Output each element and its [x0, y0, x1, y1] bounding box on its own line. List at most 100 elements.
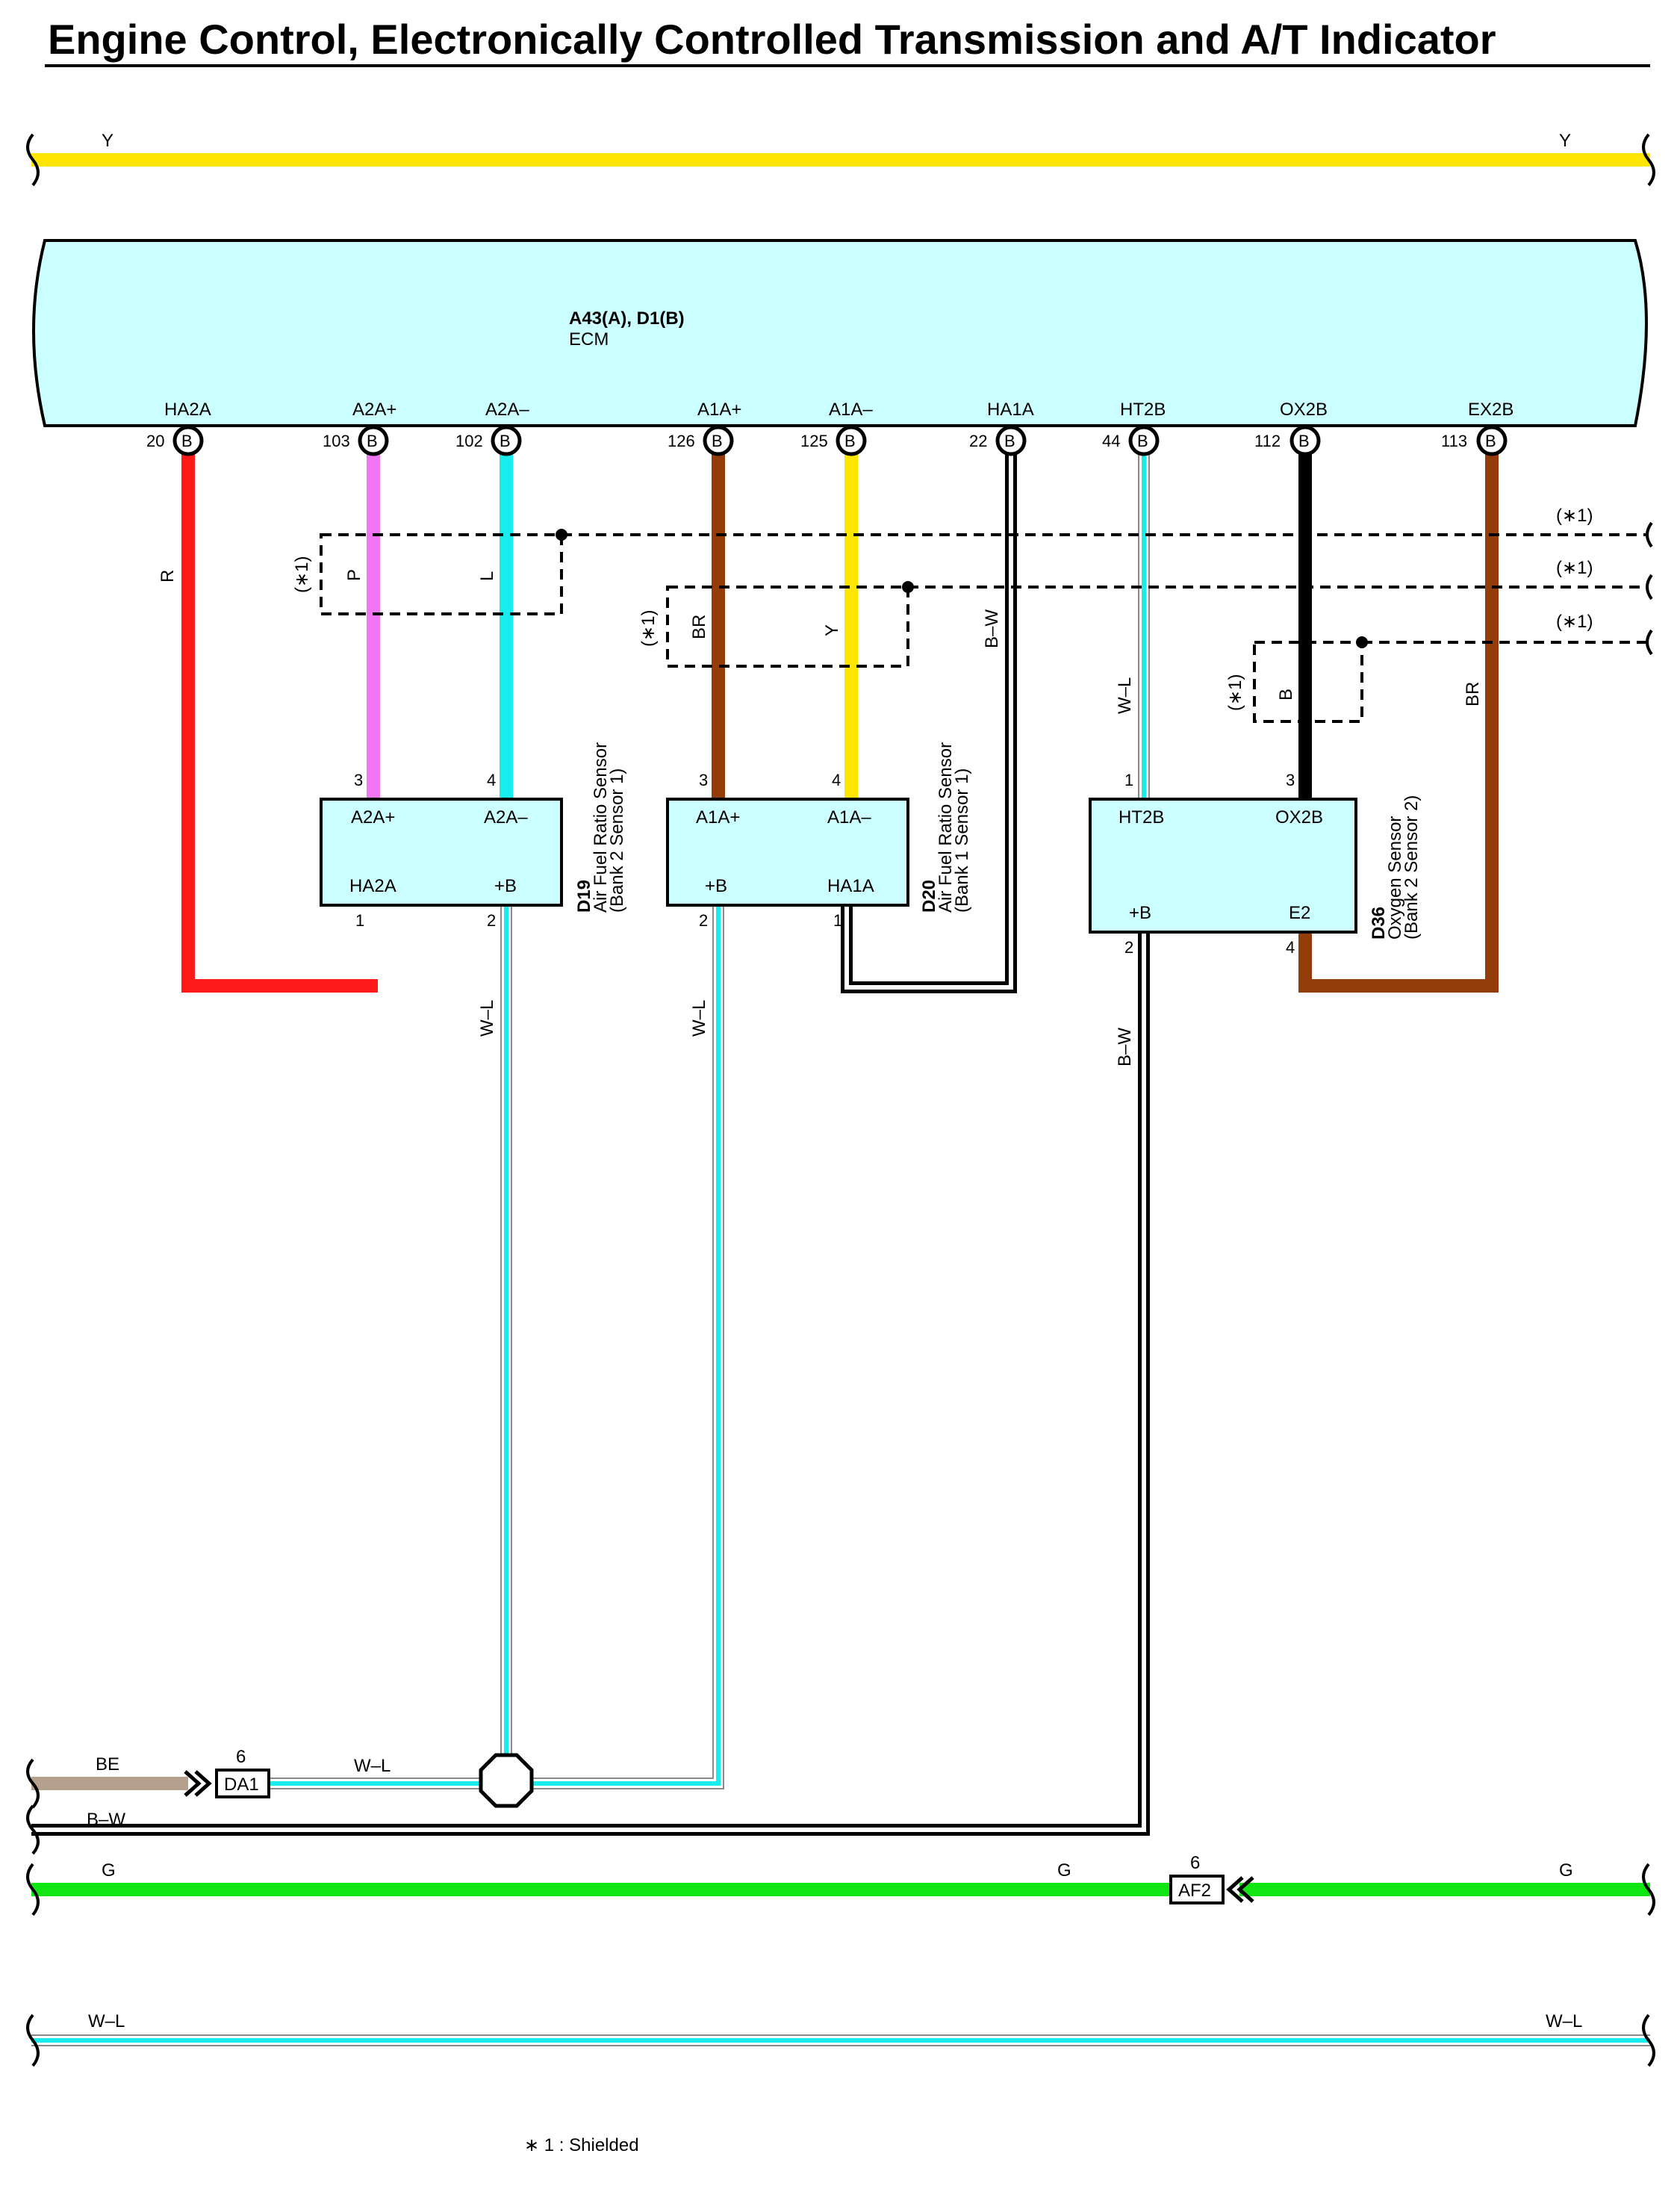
d36-pin-4-num: 4 — [1286, 938, 1295, 957]
d20-pin-plus-b: +B — [705, 876, 727, 896]
ecm-pin-a1a-plus: A1A+ B 126 — [668, 400, 741, 456]
d36-name: Oxygen Sensor — [1385, 816, 1405, 940]
d19-pin-3-num: 3 — [354, 771, 363, 789]
shield-marks: (∗1) (∗1) (∗1) (∗1) (∗1) (∗1) — [292, 506, 1593, 711]
g-left-label: G — [102, 1860, 116, 1881]
ecm-pin-ht2b: HT2B B 44 — [1102, 400, 1166, 456]
d36-pin-ox2b: OX2B — [1275, 807, 1323, 828]
wire-ex2b — [1298, 441, 1499, 993]
shield-dots — [556, 529, 1368, 648]
d36-pin-plus-b: +B — [1129, 903, 1151, 923]
shield-mark-right-3: (∗1) — [1556, 612, 1593, 632]
da1-pin: 6 — [236, 1747, 246, 1767]
wire-labels: R P L BR Y B–W W–L B BR W–L W–L B–W — [158, 569, 1483, 1066]
wires — [31, 439, 1499, 1836]
shield-dot-3 — [1356, 636, 1368, 648]
ecm-pin-a1a-minus-name: A1A– — [829, 400, 873, 420]
wl-bus-right-label: W–L — [1546, 2011, 1582, 2031]
ecm-name: ECM — [569, 329, 609, 350]
ecm-pin-ox2b: OX2B B 112 — [1254, 400, 1328, 456]
ecm-pin-ha2a-conn: B — [181, 432, 193, 450]
d20-pin-4-num: 4 — [832, 771, 841, 789]
d19-pin-plus-b: +B — [494, 876, 517, 896]
af2-code: AF2 — [1178, 1881, 1211, 1901]
d19-pin-a2a-minus: A2A– — [484, 807, 528, 828]
ecm-pin-a1a-minus-num: 125 — [800, 432, 828, 450]
wire-label-p: P — [344, 569, 364, 581]
ecm-pin-ha2a: HA2A B 20 — [146, 400, 211, 456]
top-y-bus: Y Y — [26, 131, 1655, 187]
top-bus-left-label: Y — [102, 131, 113, 151]
ecm-pin-ha1a-name: HA1A — [987, 400, 1034, 420]
wire-label-r: R — [158, 570, 178, 583]
ecm-pin-ex2b-name: EX2B — [1468, 400, 1513, 420]
wire-label-wl-d19: W–L — [477, 1000, 497, 1037]
bw-label: B–W — [87, 1810, 125, 1830]
wire-label-bw-d36: B–W — [1115, 1028, 1135, 1066]
ecm-pin-ha1a: HA1A B 22 — [969, 400, 1034, 456]
ecm-pin-a1a-plus-conn: B — [712, 432, 723, 450]
shield-mark-d36: (∗1) — [1225, 674, 1245, 711]
ecm-pin-ht2b-conn: B — [1137, 432, 1148, 450]
d20-name: Air Fuel Ratio Sensor — [936, 742, 956, 913]
ecm-pin-ox2b-num: 112 — [1254, 432, 1281, 450]
shield-box-d19 — [320, 533, 563, 615]
shield-mark-right-2: (∗1) — [1556, 558, 1593, 578]
ecm-pin-ha2a-num: 20 — [146, 432, 164, 450]
page-title: Engine Control, Electronically Controlle… — [48, 16, 1496, 63]
d19-name: Air Fuel Ratio Sensor — [591, 742, 611, 913]
wire-ha1a-inner — [844, 441, 1013, 990]
wire-d20-b-cyan — [530, 905, 721, 1786]
d19-pin-4-num: 4 — [487, 771, 496, 789]
sensor-d20: 3 4 A1A+ A1A– +B HA1A 2 1 D20 Air Fuel R… — [666, 742, 972, 930]
da1-arrow-icon — [184, 1770, 212, 1797]
ecm-pin-a2a-plus: A2A+ B 103 — [323, 400, 396, 456]
wl-bus-left-label: W–L — [88, 2011, 125, 2031]
ecm-pin-ex2b-num: 113 — [1441, 432, 1467, 450]
d19-pin-ha2a: HA2A — [349, 876, 396, 896]
shield-box-d20 — [666, 586, 909, 668]
ecm-pin-a2a-minus: A2A– B 102 — [455, 400, 529, 456]
d20-sub: (Bank 1 Sensor 1) — [952, 769, 972, 913]
bottom-section: BE DA1 6 W–L B–W G G G AF2 6 W–L W–L ∗ 1… — [26, 1747, 1655, 2155]
wire-label-y: Y — [822, 624, 842, 636]
d36-pin-3-num: 3 — [1286, 771, 1295, 789]
wire-label-l: L — [477, 571, 497, 581]
ecm-pin-ha1a-conn: B — [1004, 432, 1015, 450]
wire-label-b-ox2b: B — [1276, 689, 1296, 701]
ecm-pin-a1a-plus-name: A1A+ — [697, 400, 741, 420]
ecm-pin-a1a-minus: A1A– B 125 — [800, 400, 873, 456]
d20-pin-1-num: 1 — [833, 911, 842, 930]
af2-arrow-icon — [1226, 1876, 1254, 1903]
ecm-pin-a2a-plus-num: 103 — [323, 432, 350, 450]
ecm-pin-a2a-minus-name: A2A– — [485, 400, 529, 420]
ecm-pin-ex2b-conn: B — [1485, 432, 1496, 450]
wire-ha2a — [181, 439, 378, 993]
wire-label-bw-ha1a: B–W — [982, 609, 1002, 648]
d19-pin-a2a-plus: A2A+ — [351, 807, 395, 828]
d20-code: D20 — [919, 880, 939, 913]
ecm-pin-a1a-minus-conn: B — [844, 432, 856, 450]
ecm-pin-ox2b-conn: B — [1298, 432, 1310, 450]
g-right-label: G — [1559, 1860, 1573, 1881]
d36-sub: (Bank 2 Sensor 2) — [1401, 795, 1422, 940]
d36-pin-e2: E2 — [1289, 903, 1310, 923]
be-label: BE — [96, 1754, 119, 1775]
ecm-box: A43(A), D1(B) ECM — [32, 239, 1648, 427]
ecm-pin-a2a-plus-name: A2A+ — [352, 400, 396, 420]
g-mid-label: G — [1057, 1860, 1071, 1881]
d20-pin-a1a-plus: A1A+ — [696, 807, 740, 828]
d19-code: D19 — [574, 880, 594, 913]
sensor-d36: 1 3 HT2B OX2B +B E2 2 4 D36 Oxygen Senso… — [1089, 771, 1422, 957]
d36-pin-1-num: 1 — [1124, 771, 1133, 789]
d36-pin-ht2b: HT2B — [1119, 807, 1164, 828]
da1-wl-label: W–L — [354, 1756, 391, 1776]
wire-label-br-ex2b: BR — [1463, 682, 1483, 707]
d36-pin-2-num: 2 — [1124, 938, 1133, 957]
ecm-code: A43(A), D1(B) — [569, 308, 685, 329]
shield-mark-right-1: (∗1) — [1556, 506, 1593, 526]
af2-connector — [1169, 1875, 1225, 1904]
d36-code: D36 — [1369, 907, 1389, 940]
sensor-d19: 3 4 A2A+ A2A– HA2A +B 1 2 D19 Air Fuel R… — [320, 742, 627, 930]
